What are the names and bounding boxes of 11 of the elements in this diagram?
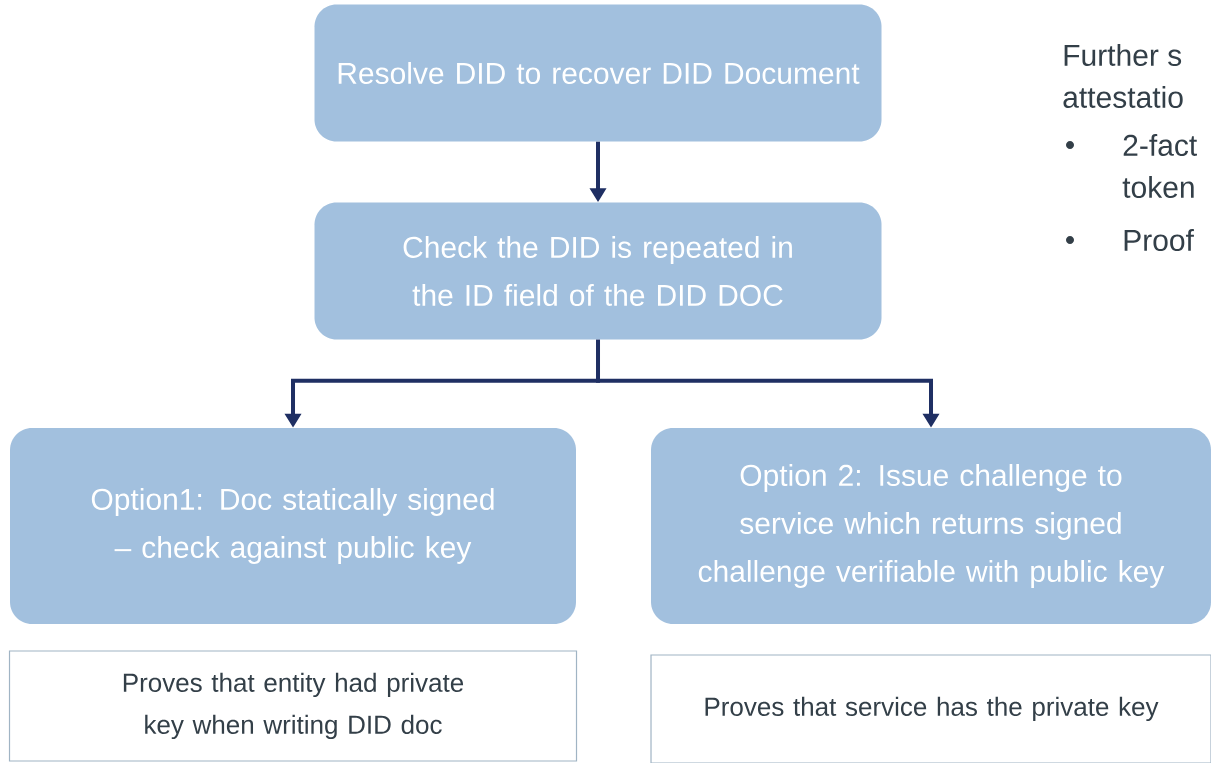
note-text: attestatio (1063, 86, 1183, 108)
process-box: Option 2: Issue challenge to service which returns signed challenge verifiable with public key (651, 428, 1211, 624)
note-box: Proves that entity had private key when writing DID doc (8, 650, 578, 762)
note-text: Further s (1064, 44, 1182, 66)
note-text: token (1122, 175, 1194, 198)
note-text: 2-fact (1123, 134, 1197, 156)
process-box: Option1: Doc statically signed – check against public key (10, 428, 576, 624)
process-box: Check the DID is repeated in the ID field of the DID DOC (314, 202, 882, 340)
note-text: Proof (1124, 229, 1194, 251)
note-box: Proves that service has the private key (650, 654, 1211, 763)
process-box: Resolve DID to recover DID Document (314, 4, 882, 142)
